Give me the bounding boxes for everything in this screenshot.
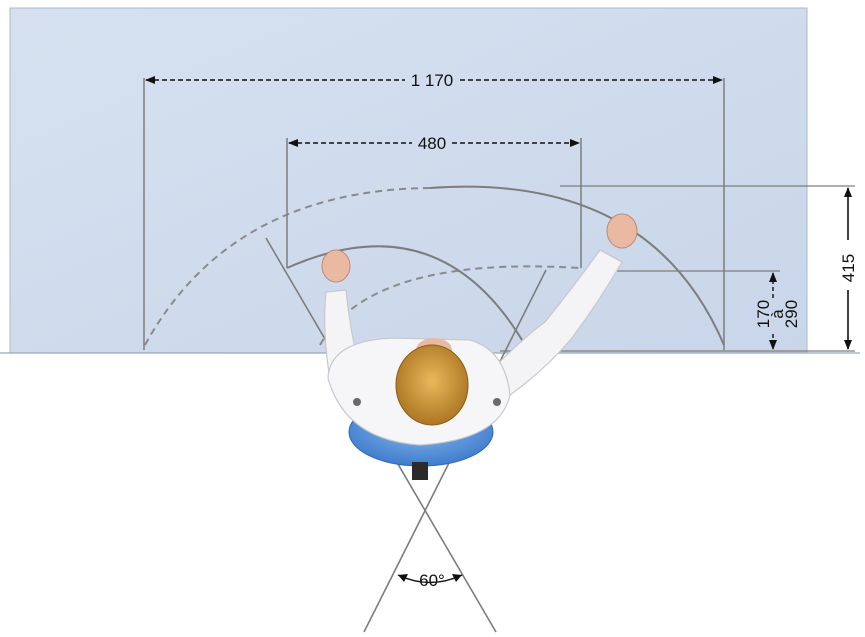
- dim-reach-label-group: 170 à 290: [754, 300, 801, 328]
- desk-surface: [9, 7, 808, 354]
- dim-reach-to: 290: [782, 300, 801, 328]
- inner-reach-arc-solid: [286, 245, 526, 346]
- view-angle-arrow-left: [398, 574, 408, 582]
- view-angle-arrow-right: [452, 574, 462, 582]
- chair-base: [412, 462, 428, 480]
- right-hand: [606, 213, 638, 249]
- dim-overall-width-label: 1 170: [411, 71, 454, 90]
- dim-inner-width-label: 480: [418, 134, 446, 153]
- left-shoulder-pivot: [353, 398, 361, 406]
- hair: [395, 344, 469, 426]
- left-hand: [321, 249, 351, 283]
- right-arm: [479, 249, 623, 399]
- view-angle-label: 60°: [419, 571, 445, 590]
- dim-reach-connector: à: [768, 309, 787, 319]
- right-shoulder-pivot: [493, 398, 501, 406]
- dim-reach-from: 170: [754, 300, 773, 328]
- outer-reach-arc-dashed: [144, 187, 431, 346]
- dim-depth-label: 415: [839, 254, 858, 282]
